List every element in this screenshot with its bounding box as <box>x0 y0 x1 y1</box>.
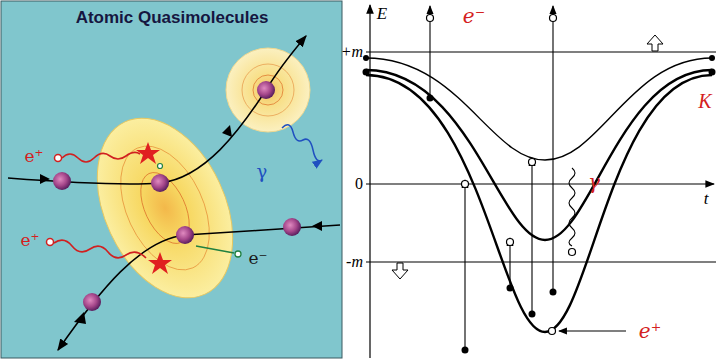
trajectory-arrow <box>40 125 322 324</box>
particle-label: e⁺ <box>639 321 661 341</box>
photon-label: γ <box>588 172 600 192</box>
level-end-dot <box>363 55 716 76</box>
photon-wave <box>569 168 575 246</box>
trajectory <box>8 36 340 350</box>
photon-wave <box>282 125 322 161</box>
nucleus <box>53 81 301 311</box>
shell-label: K <box>698 91 711 111</box>
particle-label: e⁻ <box>248 250 267 267</box>
transition-arrow <box>430 6 626 348</box>
particle-label: e⁻ <box>463 6 485 26</box>
photon-label: γ <box>257 163 268 181</box>
hole-state <box>427 15 576 335</box>
level-label: +m <box>341 44 363 60</box>
level-label: 0 <box>355 176 363 192</box>
particle-label: e⁺ <box>20 232 39 249</box>
axis-label: t <box>704 190 709 207</box>
particle-label: e⁺ <box>24 148 43 165</box>
electron-track <box>158 164 242 258</box>
atom-disk <box>226 48 310 132</box>
panel-ground <box>1 1 342 358</box>
panel-title: Atomic Quasimolecules <box>76 9 269 26</box>
level-label: -m <box>346 254 363 270</box>
filled-state <box>427 95 557 354</box>
quasimolecule-cloud <box>70 97 259 320</box>
axis-label: E <box>377 5 387 22</box>
axis <box>366 5 716 358</box>
positron-track <box>47 142 173 274</box>
energy-level-curve <box>366 58 712 332</box>
